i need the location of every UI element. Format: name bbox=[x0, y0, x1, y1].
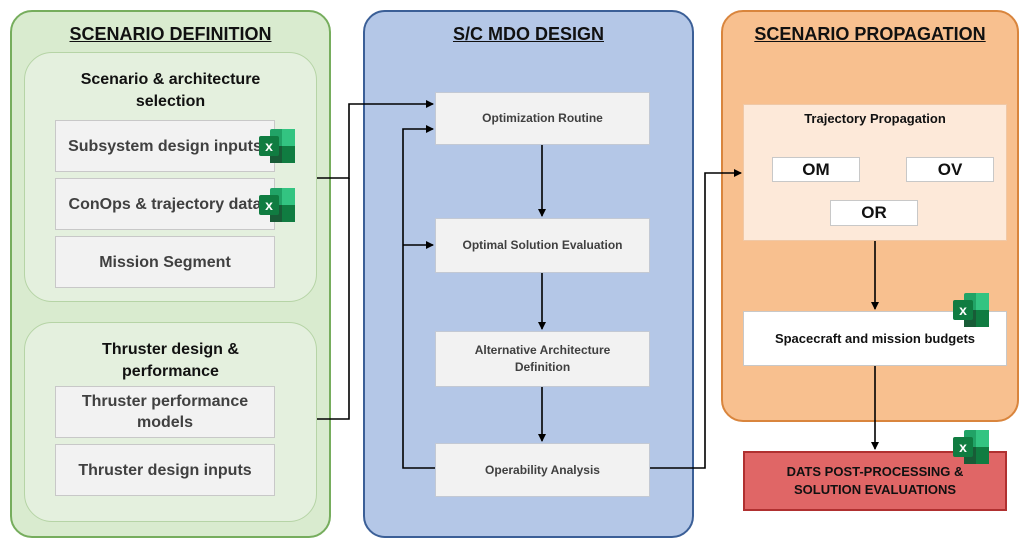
spacecraft-mission-budgets-box: Spacecraft and mission budgets bbox=[743, 311, 1007, 366]
conops-trajectory-data-label: ConOps & trajectory data bbox=[68, 195, 262, 213]
scenario-definition-title: SCENARIO DEFINITION bbox=[69, 24, 272, 44]
excel-letter: x bbox=[959, 439, 967, 455]
optimal-solution-evaluation-label: Optimal Solution Evaluation bbox=[462, 238, 623, 252]
mission-segment-box: Mission Segment bbox=[55, 236, 275, 288]
thruster-design-inputs-box: Thruster design inputs bbox=[55, 444, 275, 496]
subsystem-design-inputs-label: Subsystem design inputs bbox=[68, 137, 262, 155]
excel-icon: x bbox=[953, 293, 989, 327]
excel-icon: x bbox=[953, 430, 989, 464]
or-label: OR bbox=[861, 203, 887, 222]
arrow-thruster-to-optimization bbox=[317, 178, 350, 420]
post-processing-box: DATS POST-PROCESSING & SOLUTION EVALUATI… bbox=[743, 451, 1007, 511]
post-processing-label: DATS POST-PROCESSING & SOLUTION EVALUATI… bbox=[786, 464, 964, 497]
alternative-architecture-box: Alternative Architecture Definition bbox=[435, 331, 650, 387]
excel-letter: x bbox=[265, 138, 273, 154]
thruster-performance-models-box: Thruster performance models bbox=[55, 386, 275, 438]
om-box: OM bbox=[772, 157, 860, 182]
mdo-design-title: S/C MDO DESIGN bbox=[452, 24, 604, 44]
arrow-operability-to-propagation bbox=[650, 169, 742, 469]
optimal-solution-evaluation-box: Optimal Solution Evaluation bbox=[435, 218, 650, 273]
operability-analysis-label: Operability Analysis bbox=[485, 462, 600, 477]
trajectory-propagation-title: Trajectory Propagation bbox=[804, 111, 946, 126]
conops-trajectory-data-box: ConOps & trajectory data bbox=[55, 178, 275, 230]
excel-icon: x bbox=[259, 188, 295, 222]
or-box: OR bbox=[830, 200, 918, 226]
excel-icon: x bbox=[259, 129, 295, 163]
ov-box: OV bbox=[906, 157, 994, 182]
ov-label: OV bbox=[937, 159, 963, 179]
optimization-routine-label: Optimization Routine bbox=[482, 111, 603, 125]
om-label: OM bbox=[802, 159, 830, 179]
arrow-feedback-loop bbox=[402, 125, 435, 469]
excel-letter: x bbox=[959, 302, 967, 318]
thruster-design-inputs-label: Thruster design inputs bbox=[78, 461, 252, 479]
spacecraft-mission-budgets-label: Spacecraft and mission budgets bbox=[774, 331, 976, 346]
subsystem-design-inputs-box: Subsystem design inputs bbox=[55, 120, 275, 172]
alternative-architecture-label: Alternative Architecture Definition bbox=[474, 343, 611, 374]
scenario-propagation-title: SCENARIO PROPAGATION bbox=[754, 24, 986, 44]
mission-segment-label: Mission Segment bbox=[99, 253, 231, 271]
thruster-design-title: Thruster design & performance bbox=[102, 341, 239, 380]
operability-analysis-box: Operability Analysis bbox=[435, 443, 650, 497]
arrow-architecture-to-optimization bbox=[317, 100, 434, 179]
excel-letter: x bbox=[265, 197, 273, 213]
thruster-performance-models-label: Thruster performance models bbox=[81, 393, 249, 431]
optimization-routine-box: Optimization Routine bbox=[435, 92, 650, 145]
architecture-selection-title: Scenario & architecture selection bbox=[80, 71, 261, 110]
